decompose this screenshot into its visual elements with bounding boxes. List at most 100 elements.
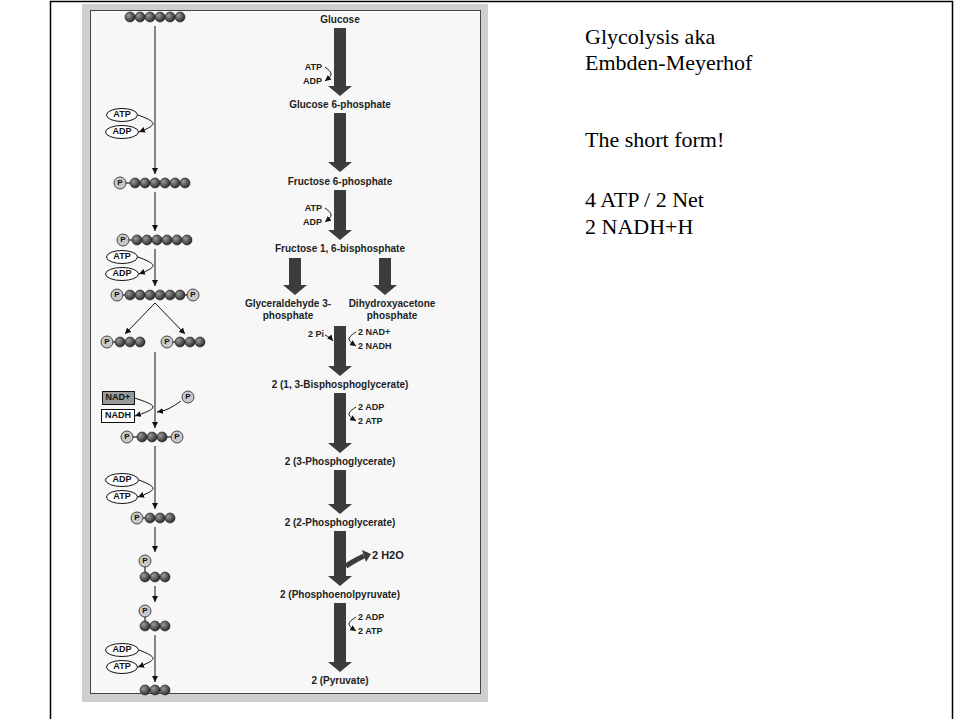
carbon-atom <box>125 12 135 22</box>
ellipse-outline <box>106 126 139 139</box>
carbon-atom <box>147 432 157 442</box>
ellipse-outline <box>106 644 139 657</box>
compound-name: Fructose 1, 6-bisphosphate <box>275 243 405 255</box>
reaction-arrow <box>328 470 352 514</box>
phosphate-circle <box>171 431 183 443</box>
flow-arrow <box>155 192 156 231</box>
flow-arrow <box>155 635 156 682</box>
ellipse-outline <box>106 268 139 281</box>
carbon-atom <box>185 337 195 347</box>
carbon-atom <box>155 12 165 22</box>
compound-name: 2 (Phosphoenolpyruvate) <box>280 589 400 601</box>
flow-arrow <box>155 446 156 509</box>
carbon-atom <box>142 235 152 245</box>
phosphate-label: P <box>114 291 119 299</box>
reaction-arrow <box>283 258 307 295</box>
carbon-atom <box>160 572 170 582</box>
cofactor-name: ATP <box>113 110 130 120</box>
carbon-atom <box>140 178 150 188</box>
phosphate-label: P <box>117 179 122 187</box>
cofactor-label: ADP <box>303 76 322 87</box>
cofactor-name: ADP <box>112 127 131 137</box>
node-text: ADP <box>112 269 131 279</box>
slide-text: The short form! <box>585 127 724 153</box>
node-text: NADH <box>105 411 131 421</box>
phosphate-circle <box>139 605 151 617</box>
cofactor-ellipse: ADP <box>105 125 139 139</box>
cofactor-label: 2 ADP <box>358 402 384 413</box>
flow-arrow <box>155 527 156 552</box>
cofactor-label: ADP <box>303 217 322 228</box>
carbon-atom <box>132 235 142 245</box>
phosphate-circle <box>111 289 123 301</box>
node-text: ADP <box>112 475 131 485</box>
ellipse-outline <box>107 109 138 122</box>
carbon-atom <box>150 685 160 695</box>
carbon-atom <box>135 12 145 22</box>
slide-text: 2 NADH+H <box>585 214 693 240</box>
cofactor-label: 2 NADH <box>358 341 392 352</box>
compound-name: 2 (2-Phosphoglycerate) <box>285 517 396 529</box>
carbon-atom <box>155 290 165 300</box>
cofactor-arrow <box>349 332 356 346</box>
cofactor-connector <box>138 650 153 667</box>
cofactor-connector <box>138 115 153 132</box>
cofactor-label: 2 ATP <box>358 416 383 427</box>
picture-panel <box>91 11 481 694</box>
cofactor-ellipse: ATP <box>106 108 138 122</box>
carbon-atom <box>145 513 155 523</box>
carbon-atom <box>150 572 160 582</box>
flow-arrow <box>155 249 156 286</box>
node-text: ATP <box>113 110 130 120</box>
carbon-atom <box>135 290 145 300</box>
ellipse-outline <box>106 474 139 487</box>
carbon-atom <box>115 337 125 347</box>
compound-name: 2 H2O <box>372 549 404 562</box>
carbon-atom <box>160 178 170 188</box>
phosphate-circle <box>161 336 173 348</box>
carbon-atom <box>175 12 185 22</box>
split-arrow <box>125 303 155 334</box>
carbon-atom <box>145 290 155 300</box>
cofactor-ellipse: ADP <box>105 267 139 281</box>
cofactor-name: ADP <box>112 645 131 655</box>
phosphate-circle <box>121 431 133 443</box>
compound-name: Fructose 6-phosphate <box>288 176 392 188</box>
carbon-atom <box>157 432 167 442</box>
reaction-arrow <box>328 113 352 172</box>
carbon-atom <box>125 290 135 300</box>
carbon-atom <box>165 12 175 22</box>
carbon-atom <box>165 290 175 300</box>
cofactor-name: NAD+ <box>106 393 131 403</box>
phosphate-label: P <box>190 291 195 299</box>
picture-mat <box>82 4 488 702</box>
carbon-atom <box>165 513 175 523</box>
cofactor-ellipse: ATP <box>106 250 138 264</box>
node-text: ATP <box>113 252 130 262</box>
cofactor-ellipse: ADP <box>105 473 139 487</box>
cofactor-arrow <box>349 617 356 631</box>
reaction-arrow <box>373 258 397 295</box>
phosphate-circle <box>187 289 199 301</box>
node-text: NAD+ <box>106 393 131 403</box>
cofactor-ellipse: ATP <box>106 490 138 504</box>
carbon-atom <box>140 572 150 582</box>
carbon-atom <box>135 337 145 347</box>
box-outline <box>102 392 134 405</box>
phosphate-label: P <box>164 338 169 346</box>
reaction-arrow <box>328 28 352 96</box>
node-text: ATP <box>113 662 130 672</box>
cofactor-label: 2 Pi <box>308 329 324 340</box>
cofactor-label: 2 ATP <box>358 626 383 637</box>
cofactor-connector <box>135 398 154 416</box>
flow-arrow <box>155 586 156 602</box>
reaction-arrow <box>328 531 352 586</box>
carbon-atom <box>180 178 190 188</box>
water-arrow <box>346 556 364 566</box>
node-text: ADP <box>112 127 131 137</box>
split-arrow <box>155 303 185 334</box>
compound-name: Dihydroxyacetone phosphate <box>340 298 444 322</box>
box-outline <box>102 410 135 423</box>
phosphate-circle <box>131 512 143 524</box>
cofactor-name: ATP <box>113 492 130 502</box>
